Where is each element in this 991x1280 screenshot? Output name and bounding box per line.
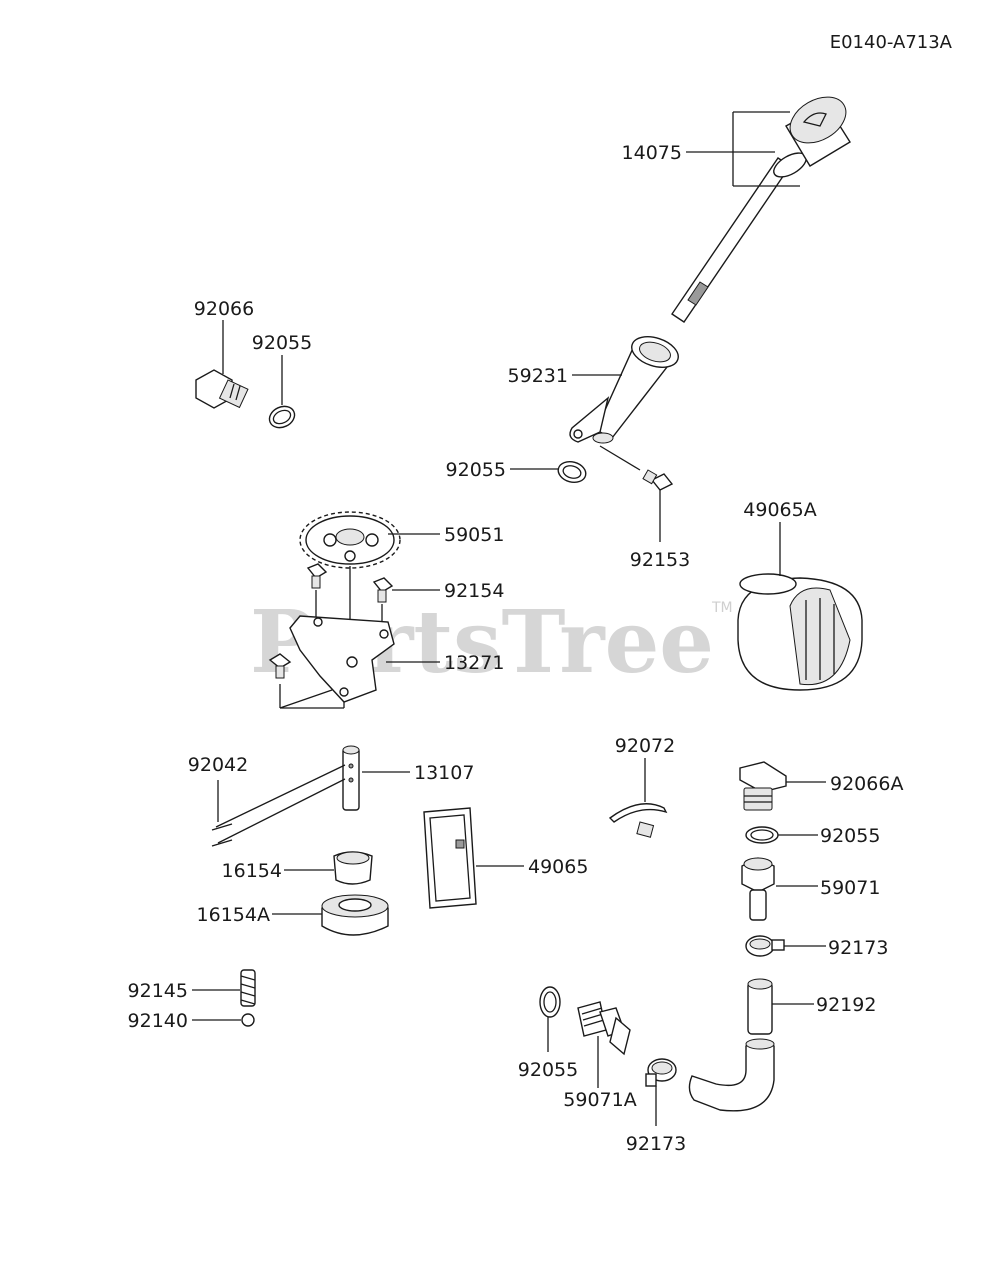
part-16154A-outer-rotor[interactable] — [321, 894, 389, 936]
part-92173-clamp-a[interactable] — [745, 935, 785, 957]
part-92055-washer-a[interactable] — [266, 402, 298, 431]
label-92066A[interactable]: 92066A — [830, 773, 903, 795]
label-92055-b[interactable]: 92055 — [446, 459, 506, 481]
label-59231[interactable]: 59231 — [508, 365, 568, 387]
label-92145[interactable]: 92145 — [128, 980, 188, 1002]
part-92055-washer-d[interactable] — [539, 986, 561, 1018]
diagram-code: E0140-A713A — [830, 32, 953, 53]
label-92042[interactable]: 92042 — [188, 754, 248, 776]
part-13271-plate[interactable] — [289, 615, 395, 703]
label-13271[interactable]: 13271 — [444, 652, 504, 674]
label-92055-c[interactable]: 92055 — [820, 825, 880, 847]
label-92072[interactable]: 92072 — [615, 735, 675, 757]
label-49065A[interactable]: 49065A — [743, 499, 816, 521]
part-59051-gear[interactable] — [299, 511, 401, 569]
part-92145-spring[interactable] — [240, 969, 256, 1007]
label-16154[interactable]: 16154 — [222, 860, 282, 882]
label-59071A[interactable]: 59071A — [563, 1089, 636, 1111]
label-92154[interactable]: 92154 — [444, 580, 504, 602]
label-92153[interactable]: 92153 — [630, 549, 690, 571]
label-14075[interactable]: 14075 — [622, 142, 682, 164]
part-92042-pins[interactable] — [211, 764, 346, 847]
label-92140[interactable]: 92140 — [128, 1010, 188, 1032]
label-49065[interactable]: 49065 — [528, 856, 588, 878]
part-59231-filler-tube[interactable] — [569, 331, 682, 444]
part-92154-bolt-b[interactable] — [268, 653, 292, 679]
part-59071-fitting[interactable] — [741, 857, 775, 921]
label-92173-a[interactable]: 92173 — [828, 937, 888, 959]
part-92140-ball[interactable] — [241, 1013, 255, 1027]
label-13107[interactable]: 13107 — [414, 762, 474, 784]
part-92192-hose[interactable] — [688, 978, 775, 1112]
part-16154-inner-rotor[interactable] — [333, 851, 373, 885]
part-92154-bolt[interactable] — [306, 563, 394, 603]
part-49065-gasket[interactable] — [423, 807, 477, 909]
label-92173-b[interactable]: 92173 — [626, 1133, 686, 1155]
part-92173-clamp-b[interactable] — [645, 1058, 677, 1087]
part-92066-drain-plug[interactable] — [195, 369, 249, 409]
label-92192[interactable]: 92192 — [816, 994, 876, 1016]
part-92066A-fill-plug[interactable] — [739, 761, 787, 811]
watermark-trademark: TM — [711, 600, 733, 616]
label-92055-a[interactable]: 92055 — [252, 332, 312, 354]
part-14075-dipstick[interactable] — [671, 88, 854, 323]
label-92055-d[interactable]: 92055 — [518, 1059, 578, 1081]
part-92153-bolt[interactable] — [642, 469, 674, 491]
part-49065A-oil-filter[interactable] — [737, 573, 863, 691]
label-59071[interactable]: 59071 — [820, 877, 880, 899]
label-59051[interactable]: 59051 — [444, 524, 504, 546]
part-13107-shaft[interactable] — [342, 745, 360, 811]
part-92072-tie-strap[interactable] — [608, 803, 668, 838]
part-59071A-fitting[interactable] — [577, 1001, 631, 1056]
label-16154A[interactable]: 16154A — [197, 904, 270, 926]
part-92055-washer-b[interactable] — [556, 459, 588, 486]
label-92066[interactable]: 92066 — [194, 298, 254, 320]
